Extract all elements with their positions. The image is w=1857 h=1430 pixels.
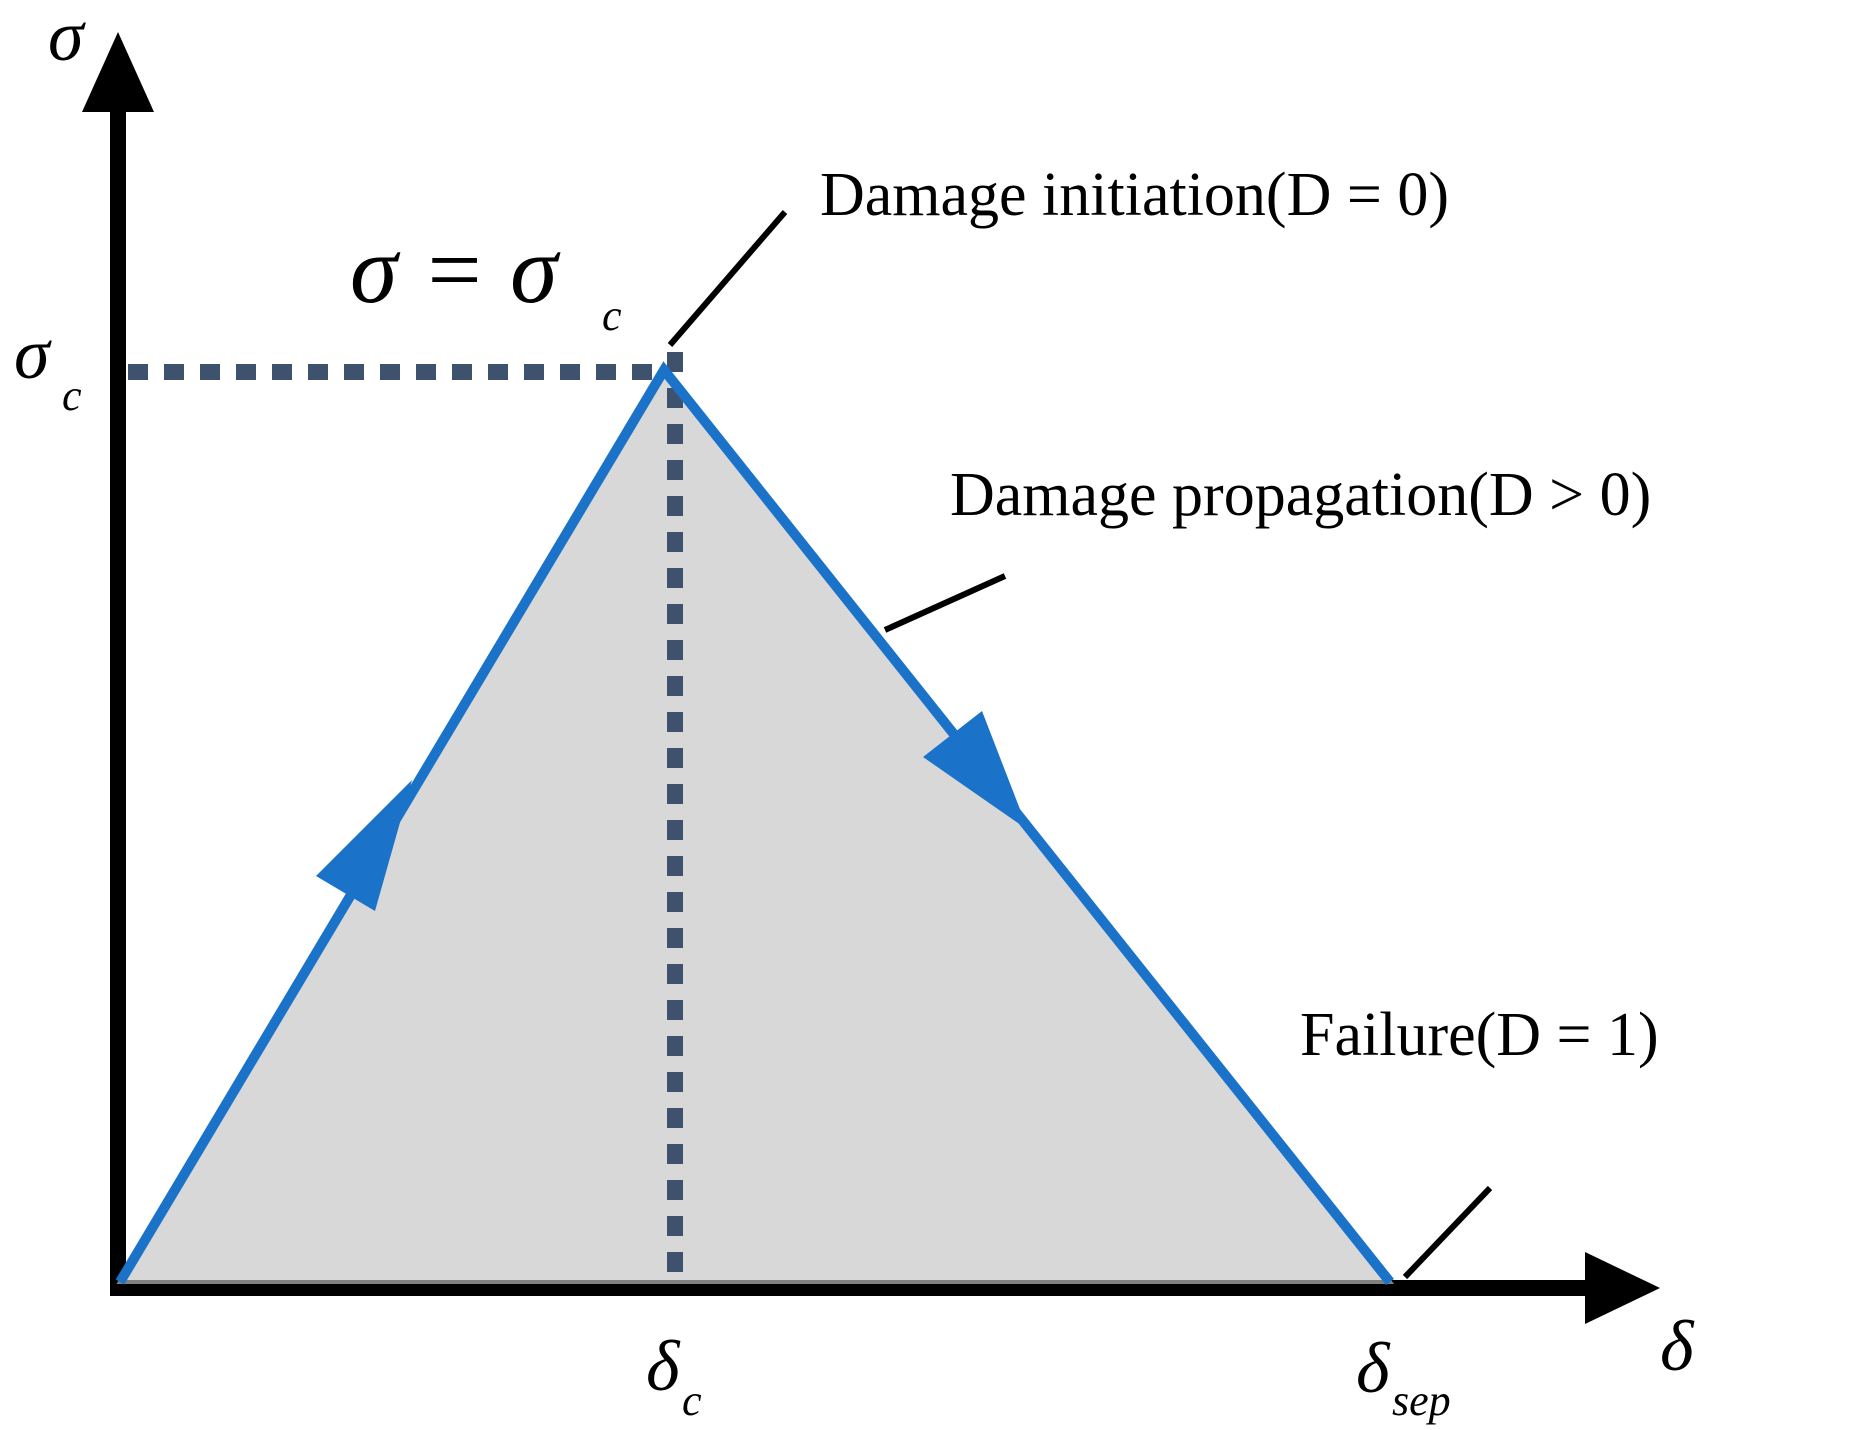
delta-sep-label: δ bbox=[1356, 1328, 1391, 1408]
delta-c-label: δ bbox=[646, 1326, 681, 1406]
sigma-c-label: σ bbox=[14, 314, 52, 394]
propagation-annotation: Damage propagation(D > 0) bbox=[950, 461, 1651, 529]
x-axis-arrowhead bbox=[1585, 1252, 1660, 1324]
delta-sep-subscript: sep bbox=[1392, 1376, 1451, 1425]
peak-equation: σ = σ bbox=[350, 216, 561, 323]
failure-annotation: Failure(D = 1) bbox=[1300, 1001, 1659, 1069]
y-axis-label: σ bbox=[48, 0, 86, 76]
sigma-c-subscript: c bbox=[62, 371, 82, 420]
initiation-leader bbox=[667, 210, 788, 347]
y-axis-arrowhead bbox=[82, 32, 154, 112]
softening-arrow bbox=[923, 711, 1028, 830]
initiation-annotation: Damage initiation(D = 0) bbox=[820, 161, 1449, 229]
traction-separation-curve bbox=[115, 361, 1394, 1286]
peak-equation-subscript: c bbox=[602, 291, 622, 340]
failure-leader bbox=[1402, 1185, 1493, 1280]
x-axis-label: δ bbox=[1660, 1306, 1695, 1386]
propagation-leader bbox=[883, 573, 1007, 633]
delta-c-subscript: c bbox=[682, 1376, 702, 1425]
loading-arrow bbox=[316, 780, 412, 911]
